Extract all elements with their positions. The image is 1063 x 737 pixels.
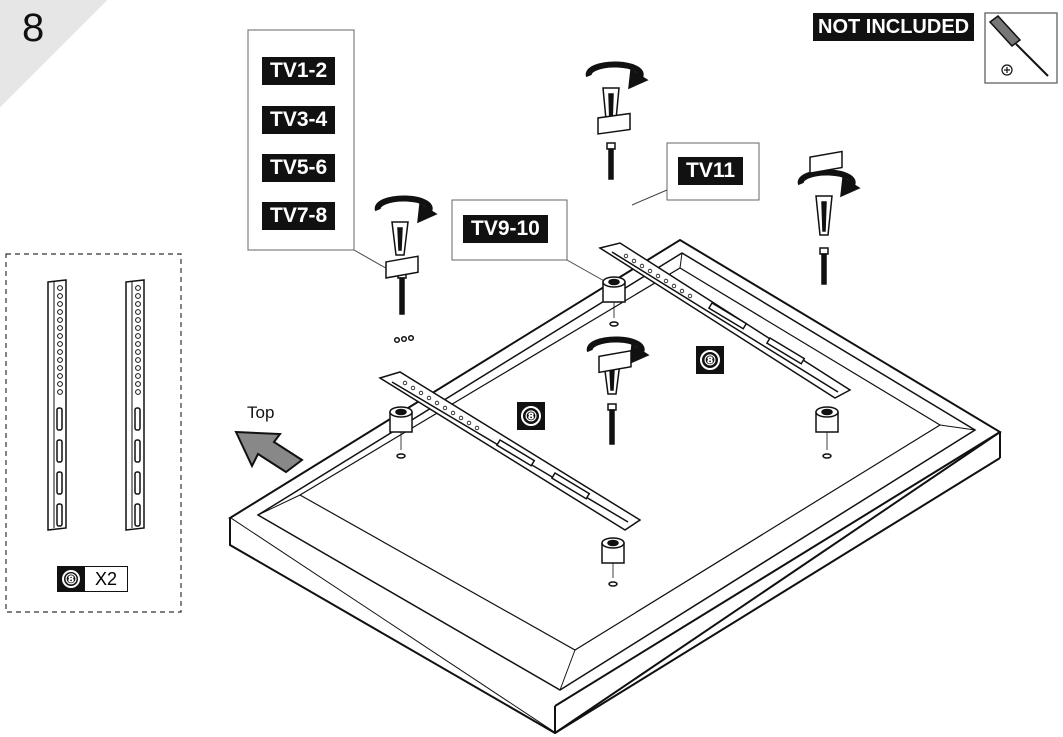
mounting-bracket-left (378, 371, 642, 531)
screw-assembly-right (797, 150, 861, 285)
spacers (389, 276, 839, 587)
part-quantity-count: X2 (85, 566, 128, 592)
spacer-left (389, 406, 413, 459)
top-direction-label: Top (247, 403, 275, 422)
part-bracket-2 (125, 279, 145, 531)
spacer-bottom (601, 537, 625, 587)
tv-tag-7-8: TV7-8 (262, 202, 336, 230)
tv-tag-11: TV11 (678, 157, 744, 185)
spacer-right (815, 406, 839, 459)
tv-tag-5-6: TV5-6 (262, 154, 336, 182)
part-badge-right: ⑧ (696, 346, 724, 374)
part-bracket-1 (47, 279, 67, 531)
tv-tag-1-2: TV1-2 (262, 57, 336, 85)
screw-assemblies (374, 61, 861, 445)
parts-inventory-box (5, 253, 182, 613)
phillips-screwdriver-icon (988, 14, 1049, 77)
tv-tag-3-4: TV3-4 (262, 106, 336, 134)
tv-panel (228, 238, 1002, 735)
spacer-top (602, 276, 626, 327)
step-corner-tab (0, 0, 108, 108)
mounting-bracket-right (598, 242, 852, 399)
screw-assembly-top (585, 61, 649, 180)
part-quantity: ⑧ X2 (57, 566, 128, 592)
step-number: 8 (22, 6, 45, 50)
screw-assembly-bottom (586, 336, 650, 445)
part-quantity-badge: ⑧ (57, 566, 85, 592)
screw-assembly-left (374, 195, 438, 344)
top-direction-arrow (234, 430, 304, 474)
tv-tag-9-10: TV9-10 (463, 215, 548, 243)
part-bracket-pair (47, 279, 145, 531)
part-badge-left: ⑧ (517, 402, 545, 430)
not-included-label: NOT INCLUDED (813, 13, 975, 41)
